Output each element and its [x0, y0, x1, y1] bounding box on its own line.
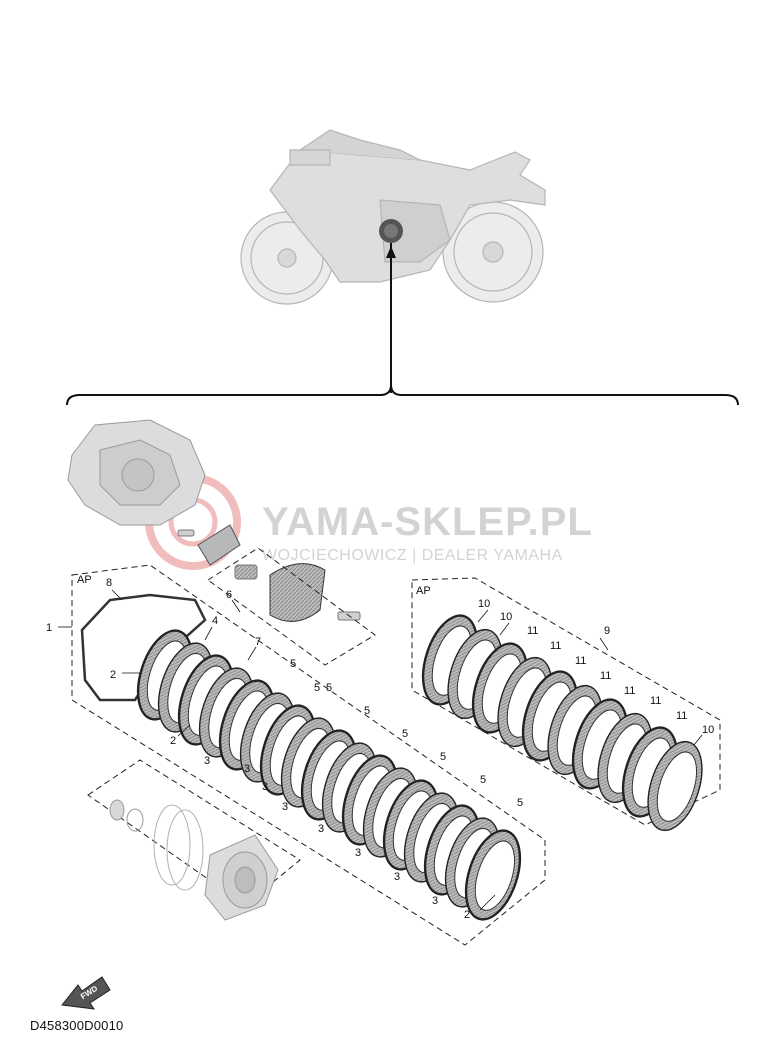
diagram-code: D458300D0010 [30, 1018, 124, 1033]
callout-5g: 5 [480, 774, 486, 786]
callout-3a: 3 [204, 755, 210, 767]
callout-2b: 2 [170, 735, 176, 747]
callout-2a: 2 [110, 669, 116, 681]
left-plate-stack [136, 629, 522, 921]
lower-assembly-box [87, 759, 301, 906]
callout-3g: 3 [394, 871, 400, 883]
right-plate-stack [421, 614, 703, 832]
callout-1: 1 [46, 622, 52, 634]
right-clutch-plate-bore [656, 751, 698, 822]
callout-9: 9 [604, 625, 610, 637]
callout-11f: 11 [650, 695, 661, 707]
motorcycle-illustration [240, 129, 546, 305]
callout-2c: 2 [464, 909, 470, 921]
callout-10c: 10 [702, 724, 714, 736]
pointer-arrowhead [386, 246, 396, 258]
callout-11e: 11 [624, 685, 635, 697]
callout-4: 4 [212, 615, 218, 627]
callout-11a: 11 [527, 625, 538, 637]
callout-5a: 5 [290, 658, 296, 670]
clutch-location-inner [384, 224, 398, 238]
callout-5c: 5 [326, 682, 332, 694]
callout-5f: 5 [440, 751, 446, 763]
leader-lines [58, 589, 703, 911]
callout-11g: 11 [676, 710, 687, 722]
callout-5h: 5 [517, 797, 523, 809]
callout-8: 8 [106, 577, 112, 589]
ap-label-right: AP [416, 585, 431, 597]
callout-3e: 3 [318, 823, 324, 835]
watermark-title: YAMA-SKLEP.PL [262, 500, 593, 544]
callout-5e: 5 [402, 728, 408, 740]
callout-11c: 11 [575, 655, 586, 667]
forward-arrow-icon: FWD [61, 976, 111, 1010]
clutch-boss-illustration [109, 799, 279, 921]
callout-numbers: 1 8 6 2 4 7 2 3 5 3 5 3 5 3 5 3 5 3 5 3 … [46, 577, 714, 921]
callout-3b: 3 [244, 763, 250, 775]
callout-5d: 5 [364, 705, 370, 717]
callout-11b: 11 [550, 640, 561, 652]
left-clutch-plate-bore [474, 840, 516, 911]
callout-3h: 3 [432, 895, 438, 907]
callout-5b: 5 [314, 682, 320, 694]
callout-3d: 3 [282, 801, 288, 813]
assembly-box-right [411, 577, 721, 826]
crankcase-cover-illustration [67, 419, 206, 526]
ap-label-left: AP [77, 574, 92, 586]
callout-10a: 10 [478, 598, 490, 610]
callout-10b: 10 [500, 611, 512, 623]
assembly-bracket [66, 384, 739, 406]
callout-3f: 3 [355, 847, 361, 859]
callout-11d: 11 [600, 670, 611, 682]
sub-assembly-box-6 [207, 547, 376, 666]
callout-7: 7 [255, 636, 261, 648]
callout-3c: 3 [262, 781, 268, 793]
callout-6: 6 [226, 589, 232, 601]
watermark-subtitle: WOJCIECHOWICZ | DEALER YAMAHA [262, 547, 563, 564]
